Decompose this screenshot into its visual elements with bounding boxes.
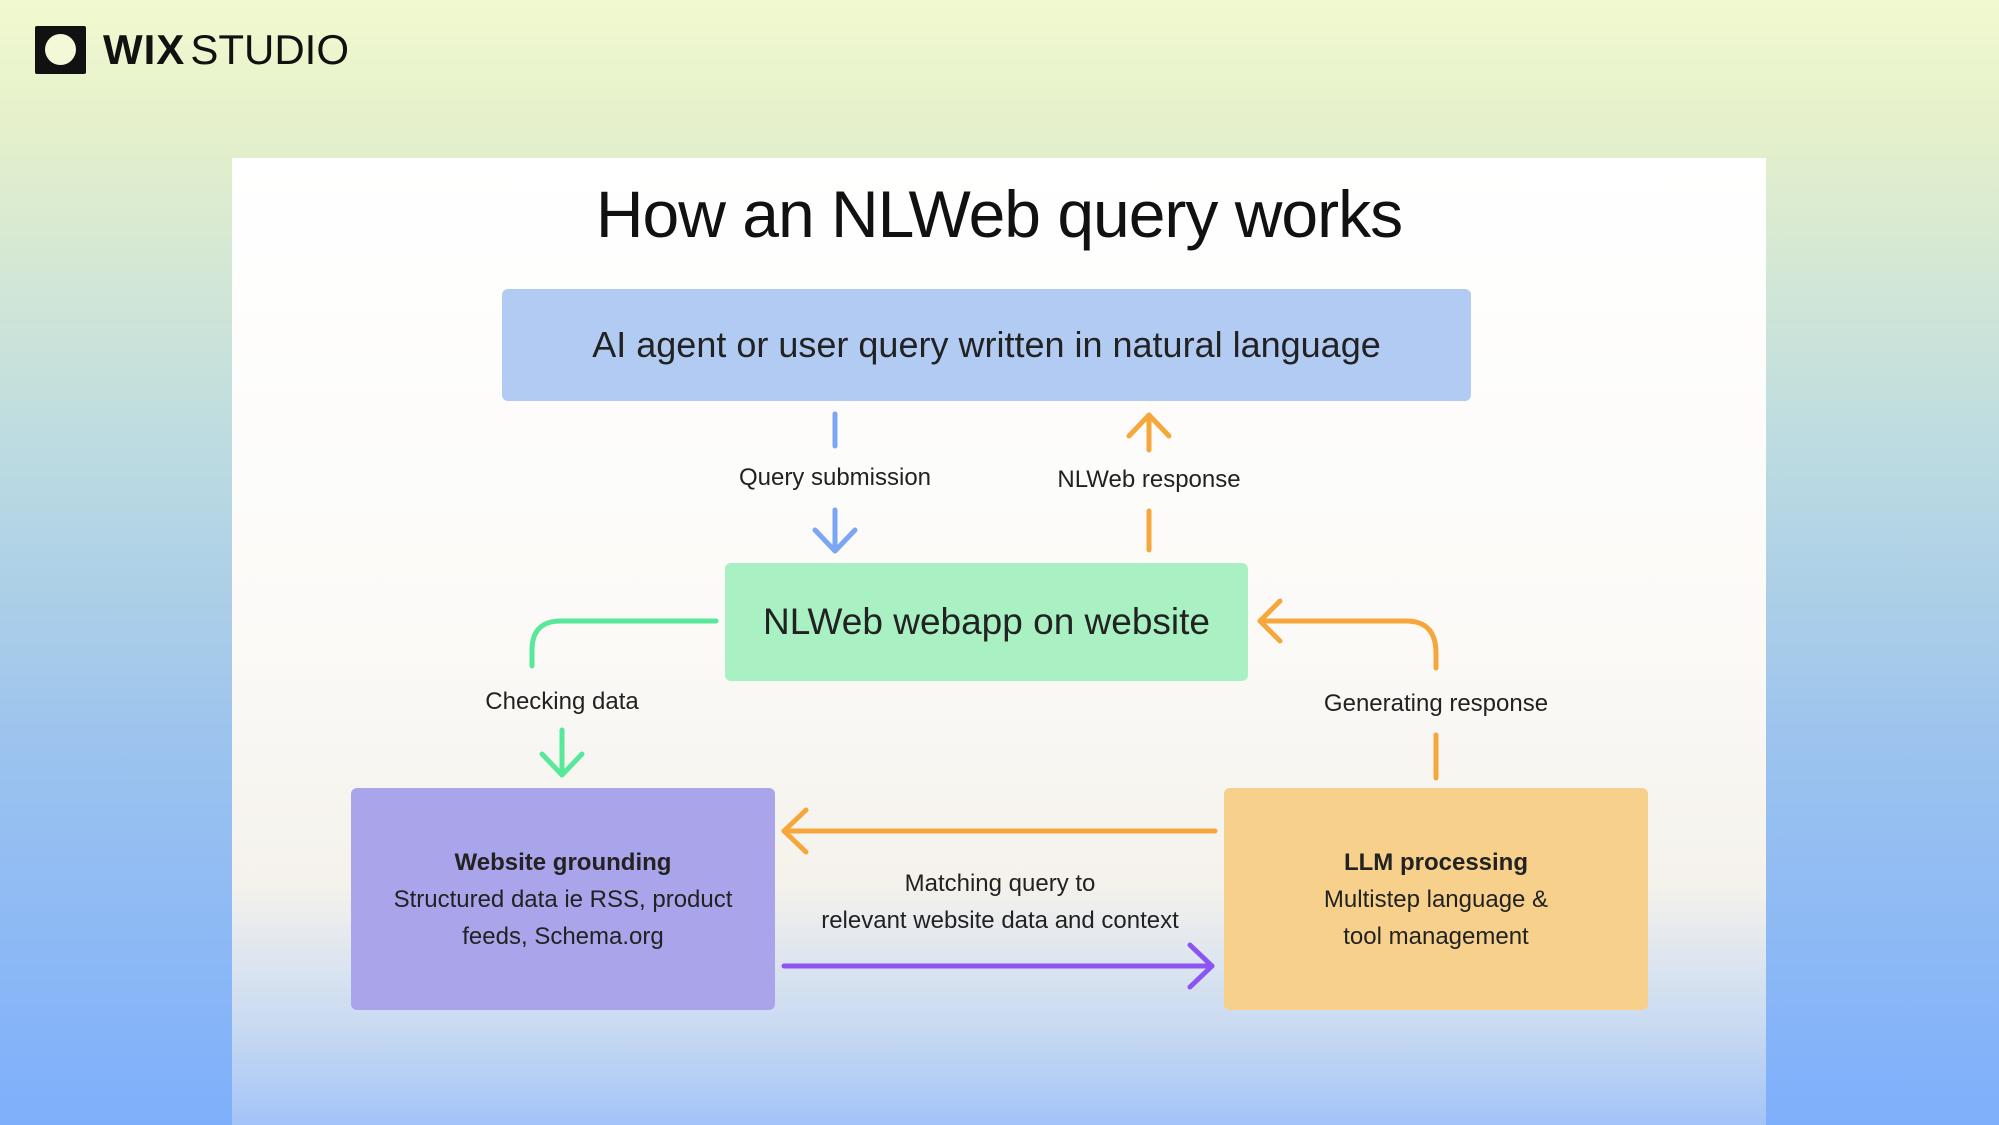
matching-label-line1: Matching query to: [904, 870, 1096, 897]
diagram-card: How an NLWeb query works: [232, 158, 1766, 1125]
flow-arrows: [529, 411, 1439, 990]
nlweb-response-arrow-head: [1126, 412, 1172, 439]
webapp-box-text: NLWeb webapp on website: [762, 601, 1211, 642]
query-submission-arrow-head: [812, 527, 858, 554]
llm-box-title: LLM processing: [1343, 848, 1529, 876]
checking-data-arrow-curve: [529, 618, 719, 669]
grounding-to-llm-arrow-head: [1187, 942, 1215, 990]
matching-label: Matching query to relevant website data …: [792, 865, 1208, 939]
nlweb-response-label: NLWeb response: [1057, 466, 1241, 493]
generating-response-label: Generating response: [1323, 690, 1549, 717]
diagram-title: How an NLWeb query works: [595, 177, 1403, 251]
logo-brand-text: WIX: [103, 26, 186, 73]
wix-logo-mark-icon: [35, 26, 86, 74]
grounding-box-title: Website grounding: [454, 848, 672, 876]
query-box-text: AI agent or user query written in natura…: [592, 324, 1381, 365]
generating-response-arrow-curve: [1257, 618, 1439, 671]
llm-box: LLM processing Multistep language & tool…: [1224, 788, 1648, 1010]
grounding-box-line2: feeds, Schema.org: [462, 922, 664, 950]
checking-data-label: Checking data: [485, 688, 639, 715]
matching-label-line2: relevant website data and context: [821, 907, 1179, 934]
webapp-box: NLWeb webapp on website: [725, 563, 1248, 681]
llm-box-line1: Multistep language &: [1323, 885, 1549, 913]
llm-to-grounding-arrow-head: [781, 807, 809, 855]
checking-data-arrow-head: [539, 751, 585, 778]
grounding-box-line1: Structured data ie RSS, product: [393, 885, 733, 913]
logo-product-text: STUDIO: [190, 26, 349, 73]
generating-response-arrow-head: [1257, 598, 1283, 644]
query-box: AI agent or user query written in natura…: [502, 289, 1471, 401]
query-submission-label: Query submission: [738, 464, 932, 491]
llm-box-line2: tool management: [1343, 922, 1529, 950]
wix-studio-logo[interactable]: WIX STUDIO: [35, 26, 349, 74]
grounding-box: Website grounding Structured data ie RSS…: [351, 788, 775, 1010]
